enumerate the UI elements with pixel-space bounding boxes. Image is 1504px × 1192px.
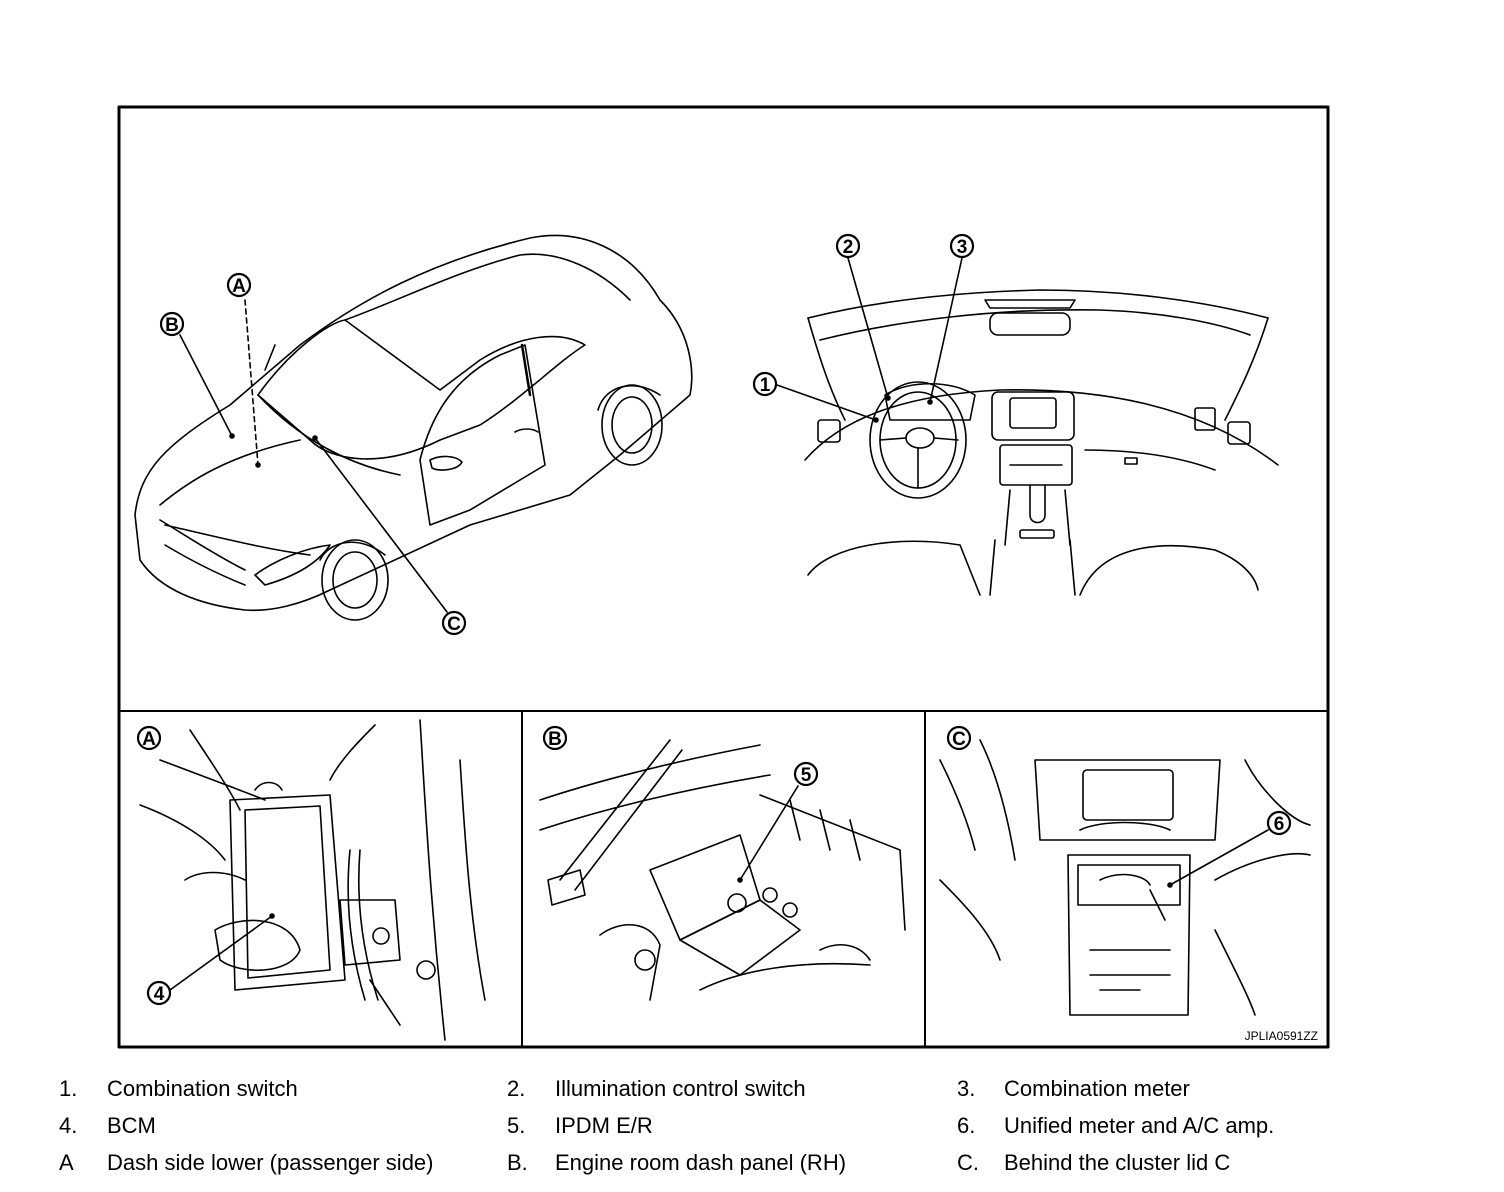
svg-text:B: B [165,315,179,336]
svg-text:B: B [548,729,562,750]
callout-1: 1 [752,371,778,397]
legend-number: 1. [59,1076,78,1101]
callout-5: 5 [793,761,819,787]
legend-number: 3. [957,1076,976,1101]
car-interior-illustration [804,289,1279,596]
legend-row: 1. Combination switch 2. Illumination co… [0,1076,1504,1113]
leader-C [314,437,448,613]
callout-2: 2 [835,233,861,259]
svg-text:5: 5 [801,765,812,786]
legend-number: 4. [59,1113,78,1138]
svg-text:3: 3 [957,237,968,258]
figure-frame [117,105,1330,1049]
leader-B [179,334,233,437]
panel-B-illustration [539,739,906,1001]
callout-A-car: A [226,272,252,298]
legend-number: 6. [957,1113,976,1138]
callout-3: 3 [949,233,975,259]
svg-text:6: 6 [1274,814,1285,835]
legend-label: Combination meter [1004,1076,1190,1101]
legend-row: 4. BCM 5. IPDM E/R 6. Unified meter and … [0,1113,1504,1150]
legend-label: IPDM E/R [555,1113,653,1138]
panel-A-illustration [139,719,486,1041]
legend-label: Behind the cluster lid C [1004,1150,1231,1175]
callout-4: 4 [146,980,172,1006]
callout-A-panel: A [136,725,162,751]
svg-text:4: 4 [154,984,165,1005]
leader-6 [1169,829,1269,886]
legend-label: BCM [107,1113,156,1138]
legend-number: 2. [507,1076,526,1101]
legend-label: Dash side lower (passenger side) [107,1150,434,1175]
leader-2 [847,257,889,399]
leader-1 [776,384,877,421]
leader-3 [929,257,963,403]
legend-number: 5. [507,1113,526,1138]
svg-text:C: C [447,614,461,635]
callout-C-panel: C [946,725,972,751]
svg-text:C: C [952,729,966,750]
legend-label: Engine room dash panel (RH) [555,1150,847,1175]
leader-A [244,299,259,466]
legend-row: A Dash side lower (passenger side) B. En… [0,1150,1504,1187]
figure-code: JPLIA0591ZZ [1245,1029,1318,1043]
callout-B-car: B [159,311,185,337]
callout-B-panel: B [542,725,568,751]
legend-label: Combination switch [107,1076,298,1101]
svg-text:2: 2 [843,237,854,258]
leader-5 [739,785,799,881]
legend-number: B. [507,1150,528,1175]
legend-label: Unified meter and A/C amp. [1004,1113,1275,1138]
svg-text:1: 1 [760,375,771,396]
leader-4 [169,915,273,991]
legend-number: C. [957,1150,979,1175]
legend-label: Illumination control switch [555,1076,806,1101]
callout-C-car: C [441,610,467,636]
svg-text:A: A [142,729,156,750]
panel-C-illustration [939,739,1311,1016]
component-location-figure: A B C [117,105,1330,1049]
legend-number: A [59,1150,74,1175]
callout-6: 6 [1266,810,1292,836]
svg-text:A: A [232,276,246,297]
car-exterior-illustration [134,234,693,621]
